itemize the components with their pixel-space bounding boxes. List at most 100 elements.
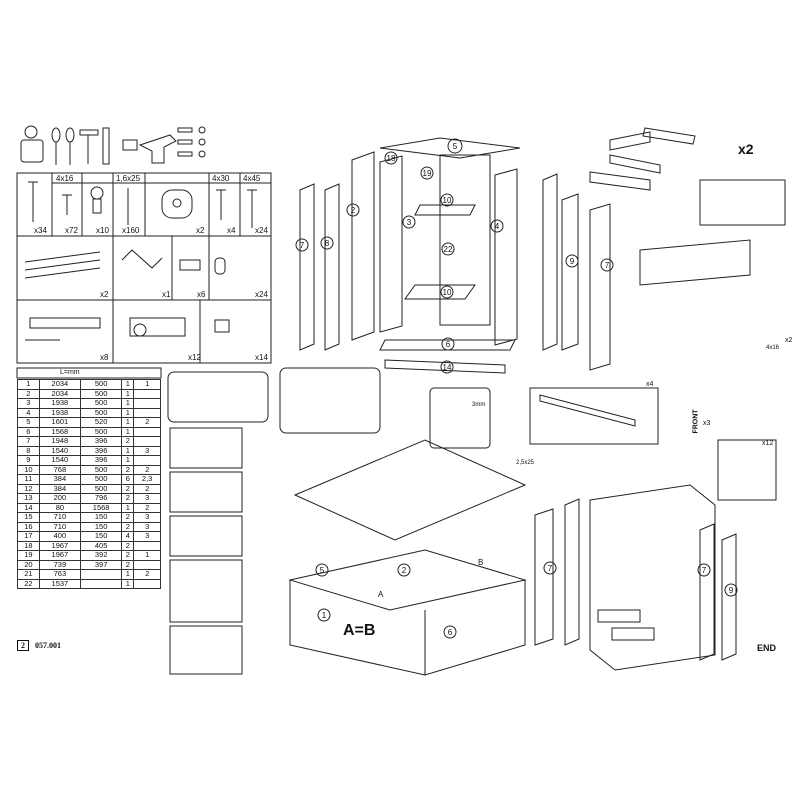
table-cell: 2: [121, 493, 135, 504]
table-cell: 2: [121, 483, 135, 494]
table-cell: 12: [17, 483, 40, 494]
table-cell: 1: [17, 379, 40, 390]
table-cell: [133, 540, 161, 551]
table-cell: [133, 436, 161, 447]
table-cell: 6: [17, 426, 40, 437]
table-cell: 1568: [38, 426, 82, 437]
hardware-count: x14: [255, 353, 268, 362]
table-cell: 22: [17, 578, 40, 589]
table-cell: 520: [80, 417, 123, 428]
svg-text:10: 10: [443, 196, 452, 205]
table-cell: 1: [121, 407, 135, 418]
table-cell: 405: [80, 540, 123, 551]
table-cell: 1601: [38, 417, 82, 428]
hardware-count: x6: [197, 290, 206, 299]
table-cell: [80, 578, 123, 589]
hardware-count: x4: [227, 226, 236, 235]
drawer-multiplier: x2: [738, 141, 754, 157]
table-cell: 2: [121, 464, 135, 475]
hinge-count: x12: [762, 440, 774, 447]
svg-text:18: 18: [387, 154, 396, 163]
table-cell: 710: [38, 521, 82, 532]
table-cell: 768: [38, 464, 82, 475]
assembly-steps-middle: [167, 367, 527, 676]
table-cell: [133, 426, 161, 437]
table-cell: 150: [80, 521, 123, 532]
table-cell: 396: [80, 436, 123, 447]
table-cell: 1: [121, 426, 135, 437]
table-cell: 16: [17, 521, 40, 532]
table-cell: 500: [80, 426, 123, 437]
hardware-count: x10: [96, 226, 109, 235]
table-cell: 20: [17, 559, 40, 570]
table-cell: 1938: [38, 398, 82, 409]
table-cell: 1: [121, 569, 135, 580]
table-cell: 1: [121, 398, 135, 409]
table-cell: [133, 388, 161, 399]
table-cell: 2: [121, 512, 135, 523]
table-cell: 2: [133, 464, 161, 475]
table-cell: 19: [17, 550, 40, 561]
page-number: 2: [17, 640, 29, 651]
svg-text:19: 19: [423, 169, 432, 178]
table-cell: 13: [17, 493, 40, 504]
table-cell: 3: [133, 493, 161, 504]
svg-text:4: 4: [495, 222, 500, 231]
table-cell: 392: [80, 550, 123, 561]
table-cell: 1537: [38, 578, 82, 589]
table-cell: 150: [80, 512, 123, 523]
table-cell: 500: [80, 407, 123, 418]
hardware-count: x2: [100, 290, 109, 299]
table-cell: 2: [133, 569, 161, 580]
table-cell: [133, 455, 161, 466]
table-cell: 3: [17, 398, 40, 409]
table-cell: 1: [121, 502, 135, 513]
table-cell: 796: [80, 493, 123, 504]
table-cell: 2034: [38, 388, 82, 399]
table-cell: 3: [133, 521, 161, 532]
page-footer: 2 057.001: [17, 640, 61, 651]
table-cell: 2: [133, 502, 161, 513]
table-cell: 2: [133, 483, 161, 494]
table-cell: 1: [133, 379, 161, 390]
table-cell: 3: [133, 445, 161, 456]
svg-text:9: 9: [570, 257, 575, 266]
table-cell: 2,3: [133, 474, 161, 485]
table-cell: 500: [80, 388, 123, 399]
exploded-wardrobe: [299, 137, 611, 374]
table-cell: 1: [121, 455, 135, 466]
svg-text:6: 6: [446, 340, 451, 349]
equation-label: A=B: [343, 622, 376, 639]
dimension-mm: 3mm: [472, 402, 486, 408]
hardware-count: x160: [122, 226, 140, 235]
hardware-size-label: 4x16: [56, 174, 74, 183]
hardware-grid: [16, 172, 272, 364]
table-cell: 6: [121, 474, 135, 485]
hardware-count: x34: [34, 226, 47, 235]
table-cell: 710: [38, 512, 82, 523]
table-cell: 7: [17, 436, 40, 447]
hardware-size-label: 1,6x25: [116, 174, 141, 183]
table-cell: 2: [17, 388, 40, 399]
svg-text:9: 9: [729, 586, 734, 595]
end-label: END: [757, 643, 777, 653]
table-cell: [133, 398, 161, 409]
part-callouts: [295, 138, 738, 639]
table-cell: [133, 578, 161, 589]
hardware-size-label: 4x45: [243, 174, 261, 183]
table-cell: 150: [80, 531, 123, 542]
table-cell: 1967: [38, 540, 82, 551]
table-cell: 739: [38, 559, 82, 570]
hardware-size-label: 4x30: [212, 174, 230, 183]
table-cell: 9: [17, 455, 40, 466]
